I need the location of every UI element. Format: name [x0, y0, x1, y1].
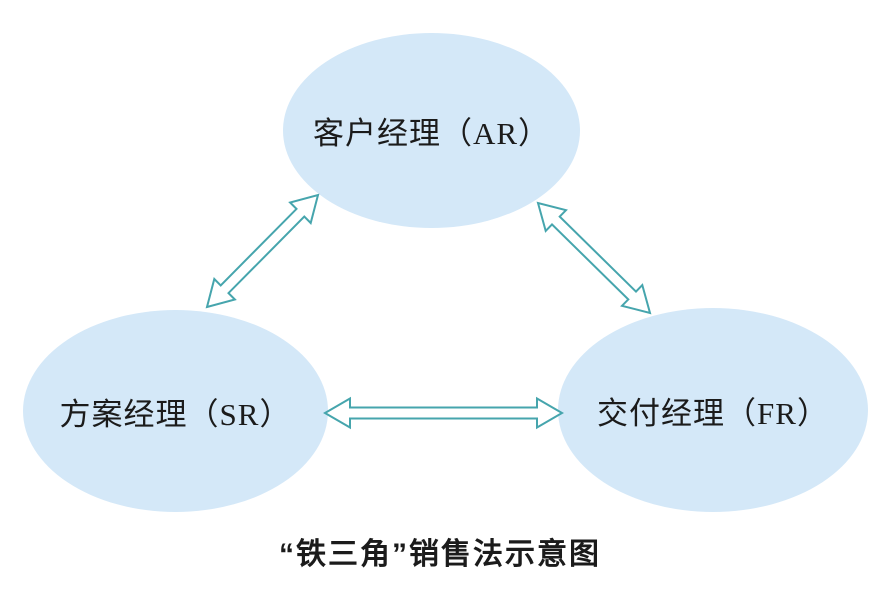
node-customer-manager-ar: 客户经理（AR）: [283, 33, 580, 228]
diagram-caption: “铁三角”销售法示意图: [279, 538, 601, 571]
node-delivery-manager-fr: 交付经理（FR）: [558, 308, 868, 512]
double-arrow-sr-fr-icon: [323, 396, 564, 430]
node-solution-manager-sr: 方案经理（SR）: [23, 310, 328, 512]
node-sr-label: 方案经理（SR）: [59, 396, 292, 432]
node-ar-label: 客户经理（AR）: [312, 116, 551, 151]
double-arrow-ar-fr-icon: [536, 201, 652, 315]
double-arrow-sr-ar-icon: [205, 193, 320, 309]
node-fr-label: 交付经理（FR）: [597, 395, 829, 431]
